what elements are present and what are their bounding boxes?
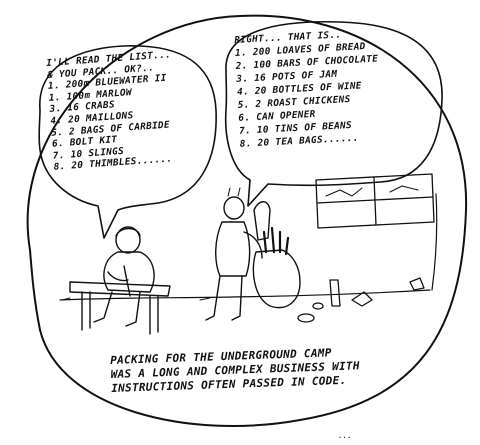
corner-mark: ...	[338, 432, 352, 440]
left-speech-bubble	[38, 45, 217, 239]
cave-floor-line	[59, 289, 431, 301]
bench	[69, 281, 171, 335]
caption: PACKING FOR THE UNDERGROUND CAMP WAS A L…	[110, 345, 361, 396]
outer-frame	[26, 14, 468, 427]
floor-items	[61, 277, 425, 323]
supply-bag	[252, 201, 301, 309]
cave-wall-line	[431, 193, 438, 291]
standing-man	[205, 187, 263, 321]
seated-man	[93, 226, 155, 327]
window	[315, 173, 435, 229]
left-bubble-text: I'LL READ THE LIST... & YOU PACK.. OK?..…	[46, 49, 179, 173]
right-bubble-text: RIGHT... THAT IS.. 1. 200 LOAVES OF BREA…	[234, 27, 383, 151]
right-speech-bubble	[224, 20, 443, 207]
